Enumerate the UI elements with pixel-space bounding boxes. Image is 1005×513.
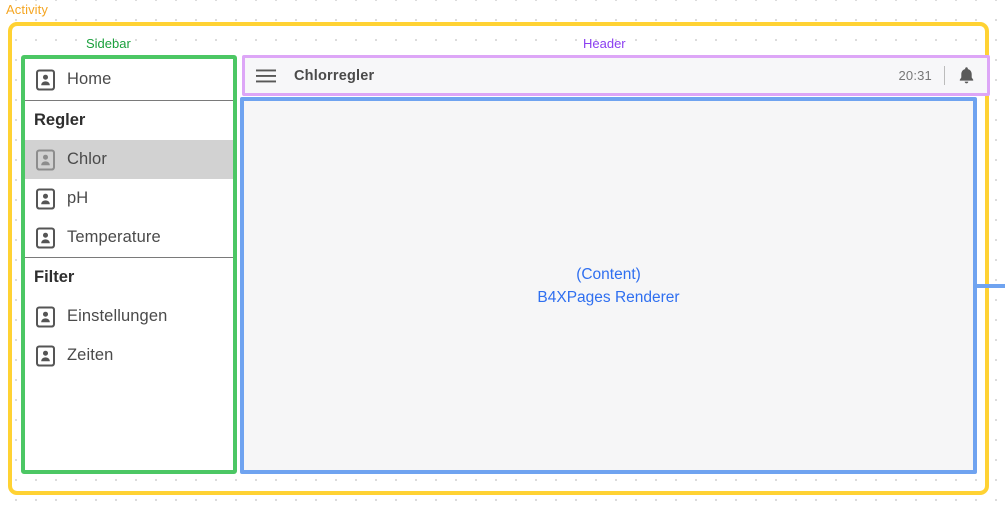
contact-card-icon [36, 69, 55, 91]
bell-icon[interactable] [958, 66, 975, 85]
sidebar-list: Home Regler Chlor pH [25, 59, 233, 470]
sidebar-item-label: Home [67, 70, 112, 88]
contact-card-icon [36, 345, 55, 367]
sidebar-item-chlor[interactable]: Chlor [25, 140, 233, 179]
sidebar-item-label: pH [67, 189, 89, 207]
sidebar-section-filter: Filter [25, 258, 233, 297]
sidebar-item-label: Temperature [67, 228, 161, 246]
sidebar-item-home[interactable]: Home [25, 59, 233, 100]
hamburger-menu-icon[interactable] [256, 69, 276, 83]
sidebar-item-temperature[interactable]: Temperature [25, 218, 233, 257]
sidebar-divider [25, 100, 233, 101]
clock-label: 20:31 [898, 68, 932, 83]
sidebar-item-label: Zeiten [67, 346, 114, 364]
header-divider [944, 66, 945, 85]
sidebar-divider [25, 257, 233, 258]
content-label-primary: (Content) [576, 265, 641, 283]
sidebar: Home Regler Chlor pH [21, 55, 237, 474]
sidebar-item-ph[interactable]: pH [25, 179, 233, 218]
header-bar: Chlorregler 20:31 [242, 55, 990, 96]
content-area: (Content) B4XPages Renderer [240, 97, 977, 474]
sidebar-frame-label: Sidebar [86, 36, 131, 51]
page-title: Chlorregler [294, 67, 375, 84]
header-right-group: 20:31 [898, 66, 987, 85]
sidebar-item-label: Einstellungen [67, 307, 168, 325]
contact-card-icon [36, 306, 55, 328]
activity-frame-label: Activity [6, 2, 48, 17]
contact-card-icon [36, 149, 55, 171]
sidebar-item-einstellungen[interactable]: Einstellungen [25, 297, 233, 336]
sidebar-item-label: Chlor [67, 150, 107, 168]
sidebar-section-regler: Regler [25, 101, 233, 140]
activity-frame [8, 22, 989, 495]
content-label-secondary: B4XPages Renderer [537, 288, 680, 306]
header-frame-label: Header [583, 36, 626, 51]
contact-card-icon [36, 188, 55, 210]
contact-card-icon [36, 227, 55, 249]
sidebar-item-zeiten[interactable]: Zeiten [25, 336, 233, 375]
content-leader-line [974, 284, 1005, 288]
